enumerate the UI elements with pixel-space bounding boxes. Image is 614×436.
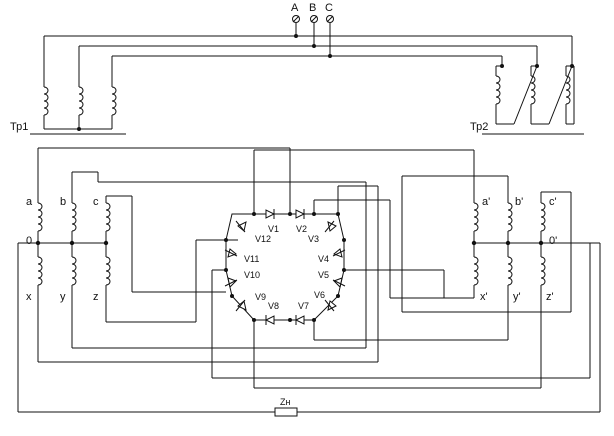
tr2-label: Тр2 <box>470 121 488 133</box>
valve-v7 <box>294 315 305 325</box>
left-label-y: y <box>60 291 66 303</box>
valve-label-v6: V6 <box>314 290 325 300</box>
terminal-a <box>292 15 300 23</box>
tr1-primary-windings: Тр1 <box>10 36 126 135</box>
valve-v4 <box>332 248 346 258</box>
left-label-c: c <box>93 196 99 208</box>
tr1-label: Тр1 <box>10 121 28 133</box>
valve-label-v8: V8 <box>268 301 279 311</box>
valve-v5 <box>332 277 346 288</box>
left-secondary: a b c x y z 0 <box>18 147 290 362</box>
valve-v1 <box>265 209 276 219</box>
valve-label-v10: V10 <box>244 270 260 280</box>
valve-v10 <box>224 277 238 288</box>
supply-terminals: A B C <box>291 2 334 23</box>
valve-v12 <box>235 220 247 233</box>
right-label-z: z' <box>546 291 554 303</box>
valve-v2 <box>295 209 306 219</box>
interconnect-wiring <box>17 148 601 413</box>
terminal-b <box>310 15 318 23</box>
left-label-x: x <box>26 291 32 303</box>
valve-label-v2: V2 <box>296 224 307 234</box>
right-label-y: y' <box>513 291 521 303</box>
valve-v3 <box>324 220 337 233</box>
valve-v6 <box>324 299 337 312</box>
phase-label-b: B <box>309 2 316 14</box>
load-resistor: Zн <box>274 397 298 417</box>
valve-ring: V1 V2 V3 V4 V5 V6 V7 V8 V9 V10 V11 V12 <box>224 209 346 325</box>
right-neutral-label: 0' <box>549 235 557 247</box>
valve-label-v4: V4 <box>318 254 329 264</box>
valve-v8 <box>264 315 275 325</box>
phase-label-c: C <box>325 2 333 14</box>
load-label: Zн <box>280 397 290 407</box>
valve-label-v5: V5 <box>318 270 329 280</box>
left-label-b: b <box>60 196 66 208</box>
right-secondary: a' b' c' x' y' z' 0' <box>471 150 600 388</box>
left-neutral-label: 0 <box>26 235 32 247</box>
valve-v11 <box>224 248 238 258</box>
right-label-x: x' <box>480 291 488 303</box>
valve-v9 <box>235 299 247 312</box>
valve-label-v3: V3 <box>308 234 319 244</box>
left-label-a: a <box>26 196 33 208</box>
valve-label-v7: V7 <box>298 301 309 311</box>
left-label-z: z <box>93 291 99 303</box>
valve-label-v12: V12 <box>255 234 271 244</box>
valve-label-v1: V1 <box>268 224 279 234</box>
right-label-c: c' <box>549 196 557 208</box>
phase-label-a: A <box>291 2 299 14</box>
valve-label-v9: V9 <box>255 292 266 302</box>
right-label-b: b' <box>515 196 523 208</box>
primary-buses <box>44 23 572 58</box>
valve-label-v11: V11 <box>244 254 259 264</box>
right-label-a: a' <box>482 196 490 208</box>
terminal-c <box>326 15 334 23</box>
tr2-primary-windings: Тр2 <box>470 36 584 135</box>
